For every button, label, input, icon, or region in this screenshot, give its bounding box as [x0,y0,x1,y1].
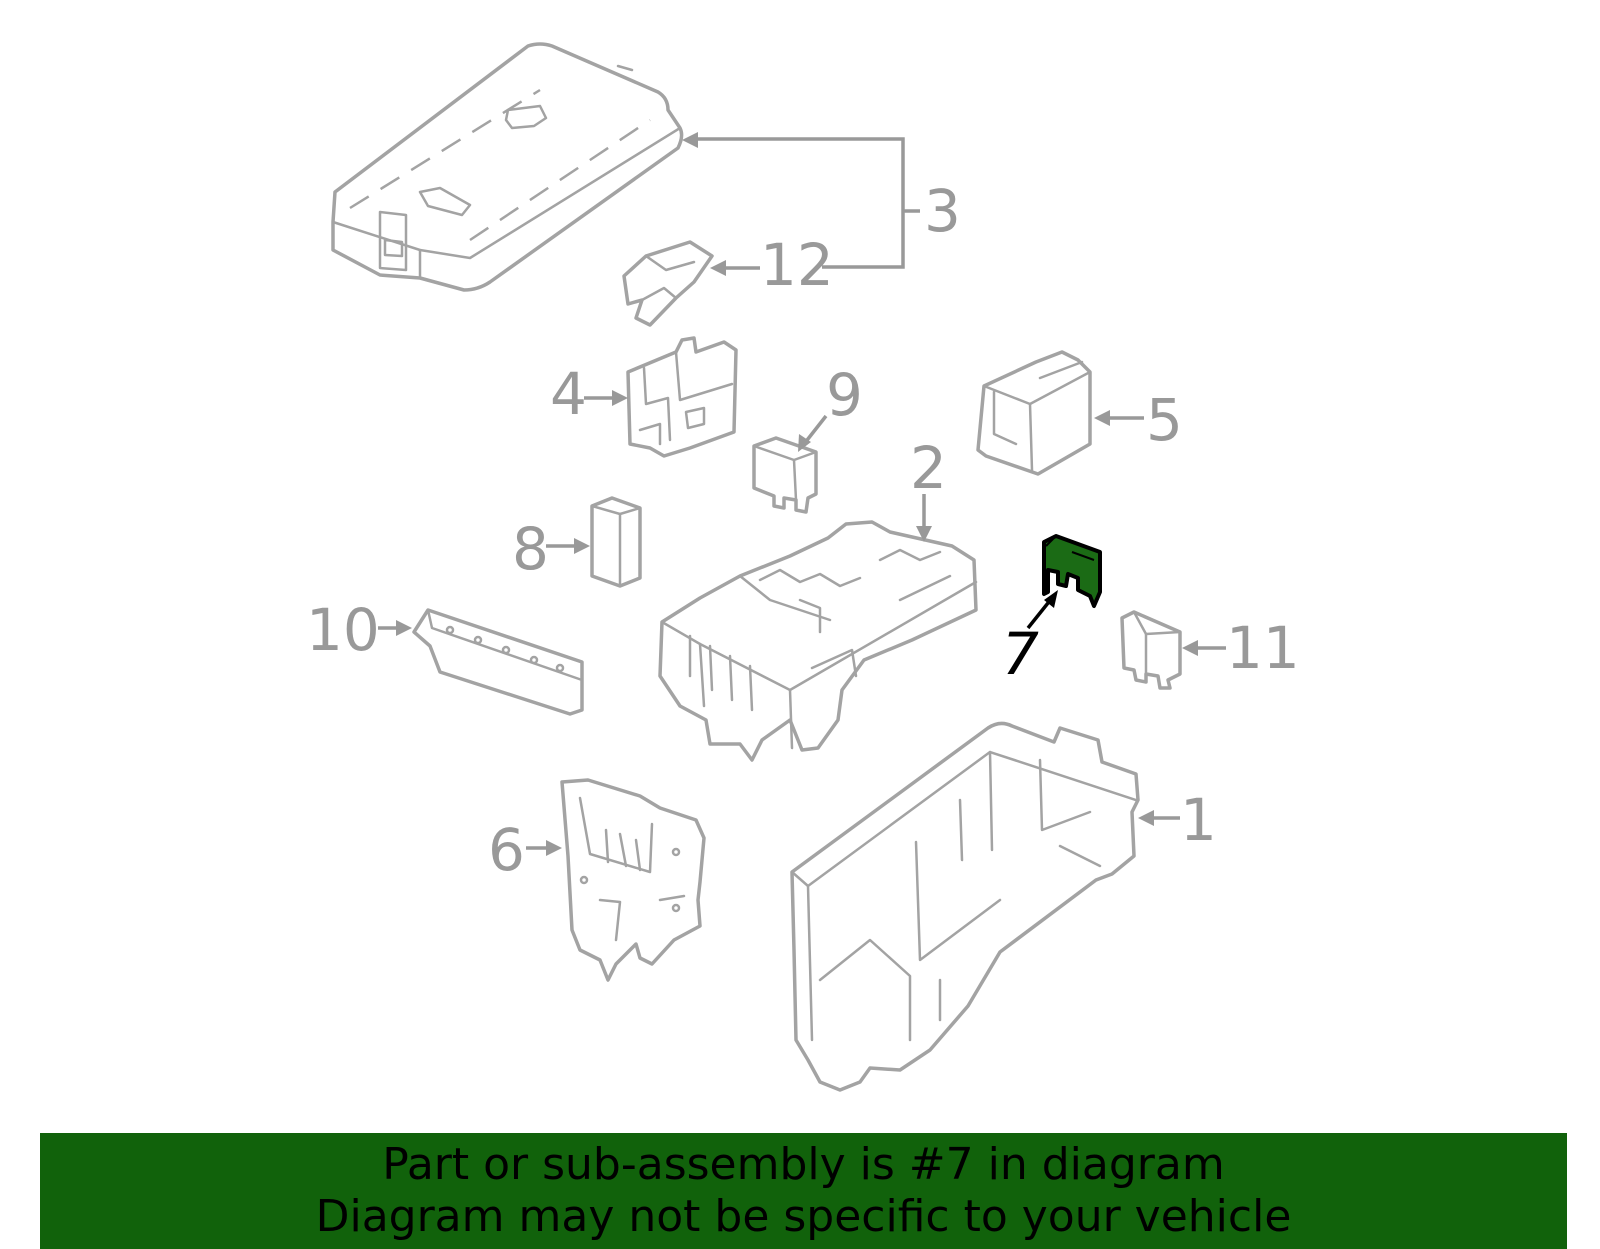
callout-10-group: 10 [306,596,412,664]
part-12-clip [622,240,714,327]
callout-7-group: 7 [1002,590,1058,688]
callout-4-group: 4 [550,360,628,428]
callout-3: 3 [924,177,961,245]
callout-9-group: 9 [798,361,863,452]
part-8-relay [590,496,642,588]
callout-8: 8 [512,515,549,583]
callout-2-group: 2 [910,434,947,542]
banner-line-part-number: Part or sub-assembly is #7 in diagram [382,1139,1225,1190]
callout-6: 6 [488,816,525,884]
callout-8-group: 8 [512,515,590,583]
info-banner: Part or sub-assembly is #7 in diagram Di… [40,1133,1567,1249]
callout-12: 12 [760,231,834,299]
callout-11: 11 [1226,614,1300,682]
callout-5: 5 [1146,386,1183,454]
part-7-fuse-highlighted [1042,534,1102,608]
callout-9: 9 [826,361,863,429]
callout-12-group: 12 [710,231,834,299]
part-11-connector [1120,610,1182,690]
part-9-relay [752,436,818,514]
callout-11-group: 11 [1182,614,1300,682]
banner-line-disclaimer: Diagram may not be specific to your vehi… [315,1191,1292,1242]
callout-4: 4 [550,360,587,428]
callout-1: 1 [1180,786,1217,854]
part-5-connector [976,350,1092,476]
part-6-bracket-plate [560,778,706,982]
callout-2: 2 [910,434,947,502]
callout-1-group: 1 [1138,786,1217,854]
part-1-lower-housing [790,721,1140,1092]
part-2-fuse-block [658,520,978,762]
part-10-fuse-strip [412,608,584,716]
callout-6-group: 6 [488,816,562,884]
callout-5-group: 5 [1094,386,1183,454]
callout-3-group: 3 [682,132,961,269]
part-3-cover [331,42,684,292]
part-4-bracket [626,336,738,458]
callout-7: 7 [1002,620,1039,688]
callout-10: 10 [306,596,380,664]
